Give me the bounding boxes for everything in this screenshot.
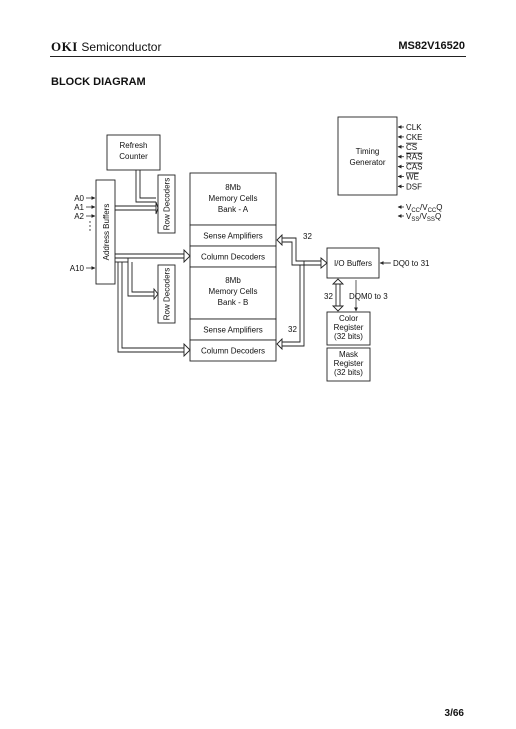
memory-b-line1: 8Mb [225,276,241,285]
column-decoders-b-block: Column Decoders [189,339,277,362]
sense-amps-a-label: Sense Amplifiers [203,232,263,241]
brand-text: Semiconductor [81,40,162,54]
sense-amplifiers-b-block: Sense Amplifiers [189,318,277,341]
column-decoders-a-label: Column Decoders [201,253,265,262]
part-number: MS82V16520 [398,40,465,52]
timing-signal-label: CKE [406,133,422,142]
page-number: 3/66 [444,708,464,719]
refresh-counter-line2: Counter [119,152,148,161]
timing-signal-label: DSF [406,182,422,191]
timing-signal-label: CS [406,143,417,152]
dq-label: DQ0 to 31 [393,259,430,268]
vcc-label: VCC/VCCQ [406,203,442,214]
address-bus-routing [115,170,191,358]
timing-signal-label: WE [406,173,419,182]
sense-amplifiers-a-block: Sense Amplifiers [189,224,277,247]
memory-a-line1: 8Mb [225,183,241,192]
mask-register-line2: Register [334,359,364,368]
data-bus-routing [276,233,358,351]
bus-reg-label: 32 [324,292,333,301]
bus-b-label: 32 [288,325,297,334]
column-decoders-a-block: Column Decoders [189,245,277,268]
refresh-counter-line1: Refresh [119,141,147,150]
mask-register-block: Mask Register (32 bits) [326,347,371,382]
row-decoders-b-block: Row Decoders [157,264,176,324]
oki-logo: OKI [51,39,78,54]
bus-a-label: 32 [303,232,312,241]
color-register-line1: Color [339,314,358,323]
color-register-line2: Register [334,323,364,332]
memory-bank-b-block: 8Mb Memory Cells Bank - B [189,266,277,320]
timing-signal-label: RAS [406,153,422,162]
timing-signal-label: CLK [406,123,422,132]
color-register-block: Color Register (32 bits) [326,311,371,346]
io-buffers-label: I/O Buffers [334,259,372,268]
header-brand: OKI Semiconductor [51,39,161,55]
address-buffers-label: Address Buffers [102,204,111,261]
header-rule [50,56,466,57]
row-decoders-b-label: Row Decoders [163,268,172,320]
vss-label: VSS/VSSQ [406,212,441,223]
memory-b-line3: Bank - B [218,298,249,307]
memory-a-line3: Bank - A [218,205,249,214]
timing-generator-line1: Timing [356,147,380,156]
timing-generator-line2: Generator [349,158,385,167]
memory-a-line2: Memory Cells [209,194,258,203]
timing-signal-label: CAS [406,163,422,172]
sense-amps-b-label: Sense Amplifiers [203,326,263,335]
addr-a1-label: A1 [74,203,84,212]
memory-b-line2: Memory Cells [209,287,258,296]
row-decoders-a-block: Row Decoders [157,174,176,234]
addr-a10-label: A10 [70,264,85,273]
io-buffers-block: I/O Buffers [326,247,380,279]
timing-generator-block: Timing Generator [337,116,398,196]
refresh-counter-block: Refresh Counter [106,134,161,171]
power-labels: VCC/VCCQ VSS/VSSQ [397,203,442,223]
addr-a0-label: A0 [74,194,84,203]
address-buffers-block: Address Buffers [95,179,116,285]
mask-register-line3: (32 bits) [334,368,363,377]
row-decoders-a-label: Row Decoders [163,178,172,230]
address-inputs: A0 A1 A2 A10 [70,194,96,273]
column-decoders-b-label: Column Decoders [201,347,265,356]
dqm-label: DQM0 to 3 [349,292,388,301]
color-register-line3: (32 bits) [334,332,363,341]
memory-bank-a-block: 8Mb Memory Cells Bank - A [189,172,277,226]
page-title: BLOCK DIAGRAM [51,76,146,88]
mask-register-line1: Mask [339,350,359,359]
addr-a2-label: A2 [74,212,84,221]
